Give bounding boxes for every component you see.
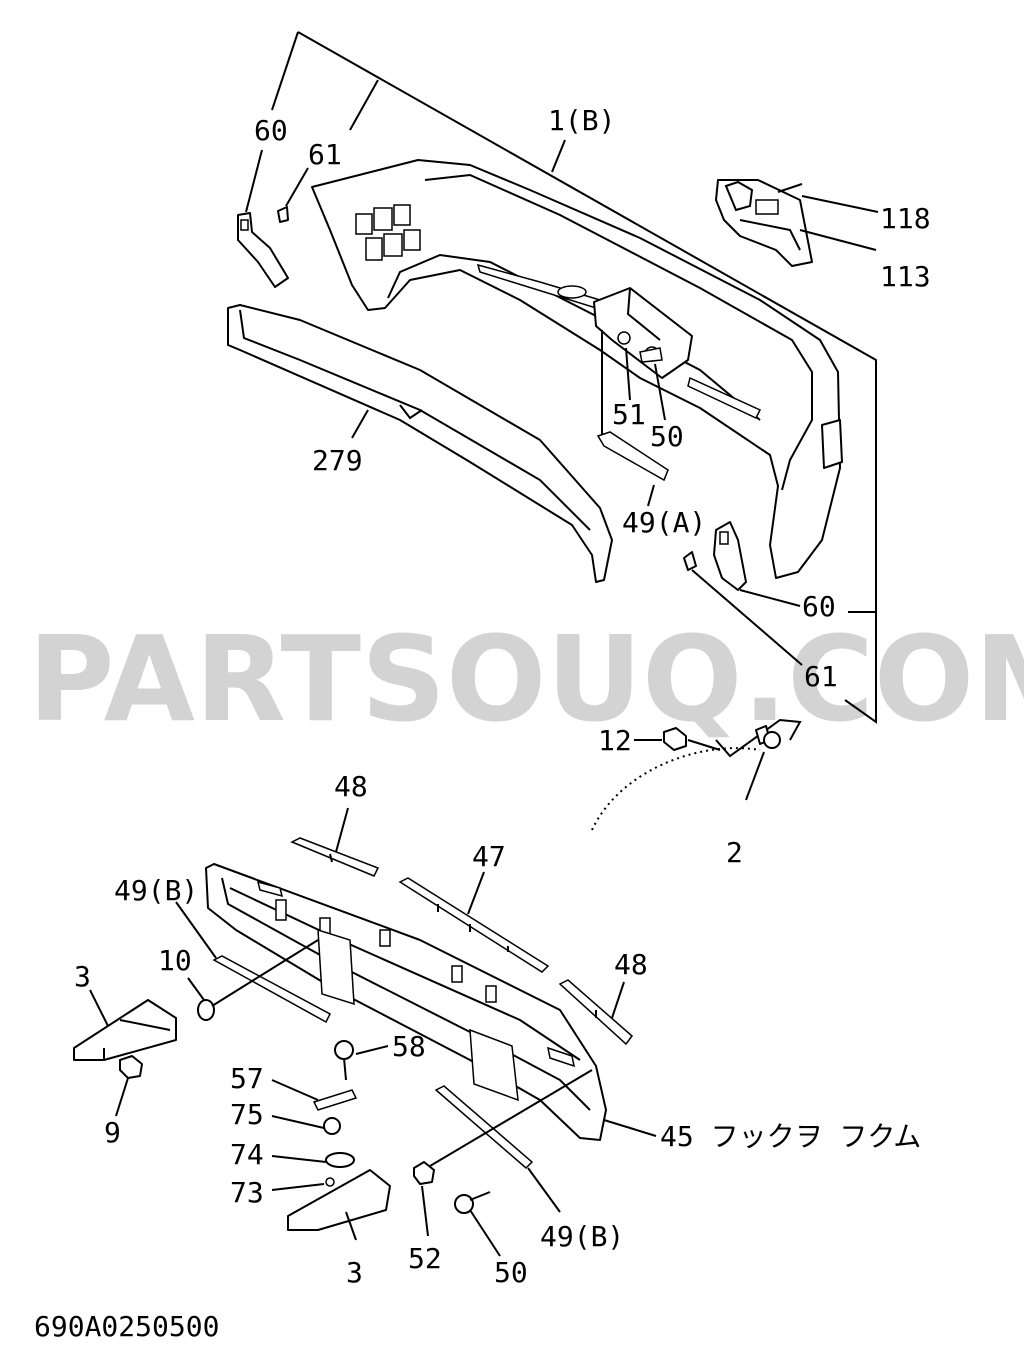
part-48-strip-right bbox=[558, 979, 634, 1046]
part-49b-strip-bottom bbox=[434, 1085, 534, 1170]
callout-73: 73 bbox=[230, 1176, 264, 1209]
callout-60-top: 60 bbox=[254, 114, 288, 147]
callout-58: 58 bbox=[392, 1030, 426, 1063]
callout-50-bottom: 50 bbox=[494, 1256, 528, 1289]
callout-61-right: 61 bbox=[804, 660, 838, 693]
callout-3-left: 3 bbox=[74, 960, 91, 993]
callout-10: 10 bbox=[158, 944, 192, 977]
part-61-clip-left bbox=[277, 206, 289, 223]
callout-60-right: 60 bbox=[802, 590, 836, 623]
part-47-strip bbox=[398, 877, 550, 973]
callout-75: 75 bbox=[230, 1098, 264, 1131]
callout-113: 113 bbox=[880, 260, 931, 293]
callout-61-top: 61 bbox=[308, 138, 342, 171]
callout-74: 74 bbox=[230, 1138, 264, 1171]
callout-9: 9 bbox=[104, 1116, 121, 1149]
part-9-nut bbox=[119, 1055, 143, 1079]
callout-118: 118 bbox=[880, 202, 931, 235]
callout-45: 45 フックヲ フクム bbox=[660, 1120, 921, 1153]
part-61-clip-right bbox=[683, 551, 697, 571]
center-mount-bracket bbox=[593, 287, 693, 482]
part-57-plate bbox=[312, 1089, 358, 1111]
part-60-bracket-right bbox=[713, 521, 747, 591]
part-1b-bumper-shell bbox=[311, 159, 843, 579]
part-118-pin bbox=[777, 183, 803, 193]
callout-labels: 60 61 1(B) 118 113 51 50 279 49(A) 60 61… bbox=[74, 104, 931, 1289]
part-58-screw bbox=[334, 1040, 354, 1060]
callout-48-right: 48 bbox=[614, 948, 648, 981]
part-12-nut bbox=[663, 727, 687, 751]
diagram-code: 690A0250500 bbox=[34, 1310, 219, 1343]
fender-edge bbox=[715, 718, 802, 758]
callout-52: 52 bbox=[408, 1242, 442, 1275]
callout-57: 57 bbox=[230, 1062, 264, 1095]
part-49b-strip-left bbox=[212, 955, 331, 1024]
part-113-bracket-assembly bbox=[715, 179, 813, 267]
part-75-screw bbox=[323, 1117, 341, 1135]
watermark-text: PARTSOUQ.COM bbox=[28, 610, 1024, 748]
callout-47: 47 bbox=[472, 840, 506, 873]
part-45-reinforcement-frame bbox=[205, 863, 607, 1141]
part-2-screw bbox=[755, 725, 781, 749]
upper-group-frame bbox=[271, 31, 877, 724]
fender-outline-dashed bbox=[591, 747, 761, 831]
callout-279: 279 bbox=[312, 444, 363, 477]
part-50-screw-bottom bbox=[454, 1191, 491, 1214]
part-3-mount-left bbox=[73, 999, 177, 1061]
callout-49b-bottom: 49(B) bbox=[540, 1220, 624, 1253]
part-10-washer bbox=[197, 999, 215, 1021]
callout-48-top: 48 bbox=[334, 770, 368, 803]
part-3-mount-bottom bbox=[287, 1169, 391, 1231]
part-60-bracket-left bbox=[237, 212, 289, 288]
callout-3-bottom: 3 bbox=[346, 1256, 363, 1289]
part-279-lower-panel bbox=[227, 304, 613, 583]
callout-12: 12 bbox=[598, 724, 632, 757]
part-74-spacer bbox=[325, 1152, 355, 1168]
callout-50-top: 50 bbox=[650, 420, 684, 453]
callout-49b-left: 49(B) bbox=[114, 874, 198, 907]
part-48-strip-top bbox=[290, 837, 380, 877]
callout-51: 51 bbox=[612, 398, 646, 431]
callout-1b: 1(B) bbox=[548, 104, 615, 137]
callout-49a: 49(A) bbox=[622, 506, 706, 539]
part-52-nut bbox=[413, 1161, 435, 1185]
callout-2: 2 bbox=[726, 836, 743, 869]
